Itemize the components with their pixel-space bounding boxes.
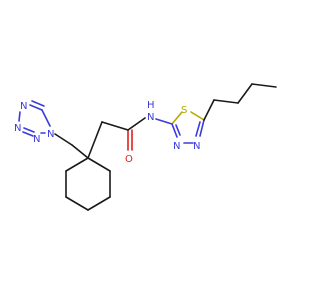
bond [54, 133, 73, 146]
amide-group: O N H [125, 100, 173, 165]
thiadiazole-ring: S N N [171, 105, 205, 152]
butyl-chain [203, 83, 277, 121]
bond [101, 121, 129, 131]
bond [18, 111, 21, 122]
bond [190, 111, 205, 121]
bond [203, 99, 215, 121]
atom-label-amide-h: H [147, 100, 155, 111]
bond [23, 127, 35, 133]
bond [87, 121, 103, 159]
molecule-svg: N N N N O N H S N N [14, 83, 277, 211]
bond [87, 196, 111, 211]
bond [65, 157, 89, 172]
bond [175, 124, 181, 136]
bond [199, 119, 205, 137]
molecule-structure-diagram: N N N N O N H S N N [14, 83, 277, 211]
bond [155, 118, 173, 125]
bond [213, 99, 239, 104]
atom-label-n3: N [14, 123, 21, 134]
bond [171, 123, 178, 138]
atom-label-s: S [181, 105, 187, 116]
atom-label-thiadiazole-n3: N [173, 141, 180, 152]
bond [41, 109, 51, 127]
bond [127, 117, 146, 131]
atom-label-o: O [125, 154, 133, 165]
bond [251, 83, 277, 88]
atom-label-n1: N [47, 129, 54, 140]
atom-label-n4: N [20, 101, 27, 112]
bond [65, 196, 89, 211]
bond [31, 100, 45, 107]
bond [237, 83, 253, 104]
bond [29, 104, 43, 111]
bond [71, 144, 89, 159]
linker-bonds [71, 121, 129, 159]
bond [171, 111, 183, 125]
atom-label-amide-n: N [147, 112, 154, 123]
atom-label-thiadiazole-n4: N [193, 141, 200, 152]
cyclohexane-ring [65, 157, 111, 211]
bond [195, 121, 201, 137]
bond [87, 157, 111, 172]
atom-label-n2: N [33, 134, 40, 145]
tetrazole-ring: N N N N [14, 100, 73, 146]
bond [22, 131, 34, 137]
